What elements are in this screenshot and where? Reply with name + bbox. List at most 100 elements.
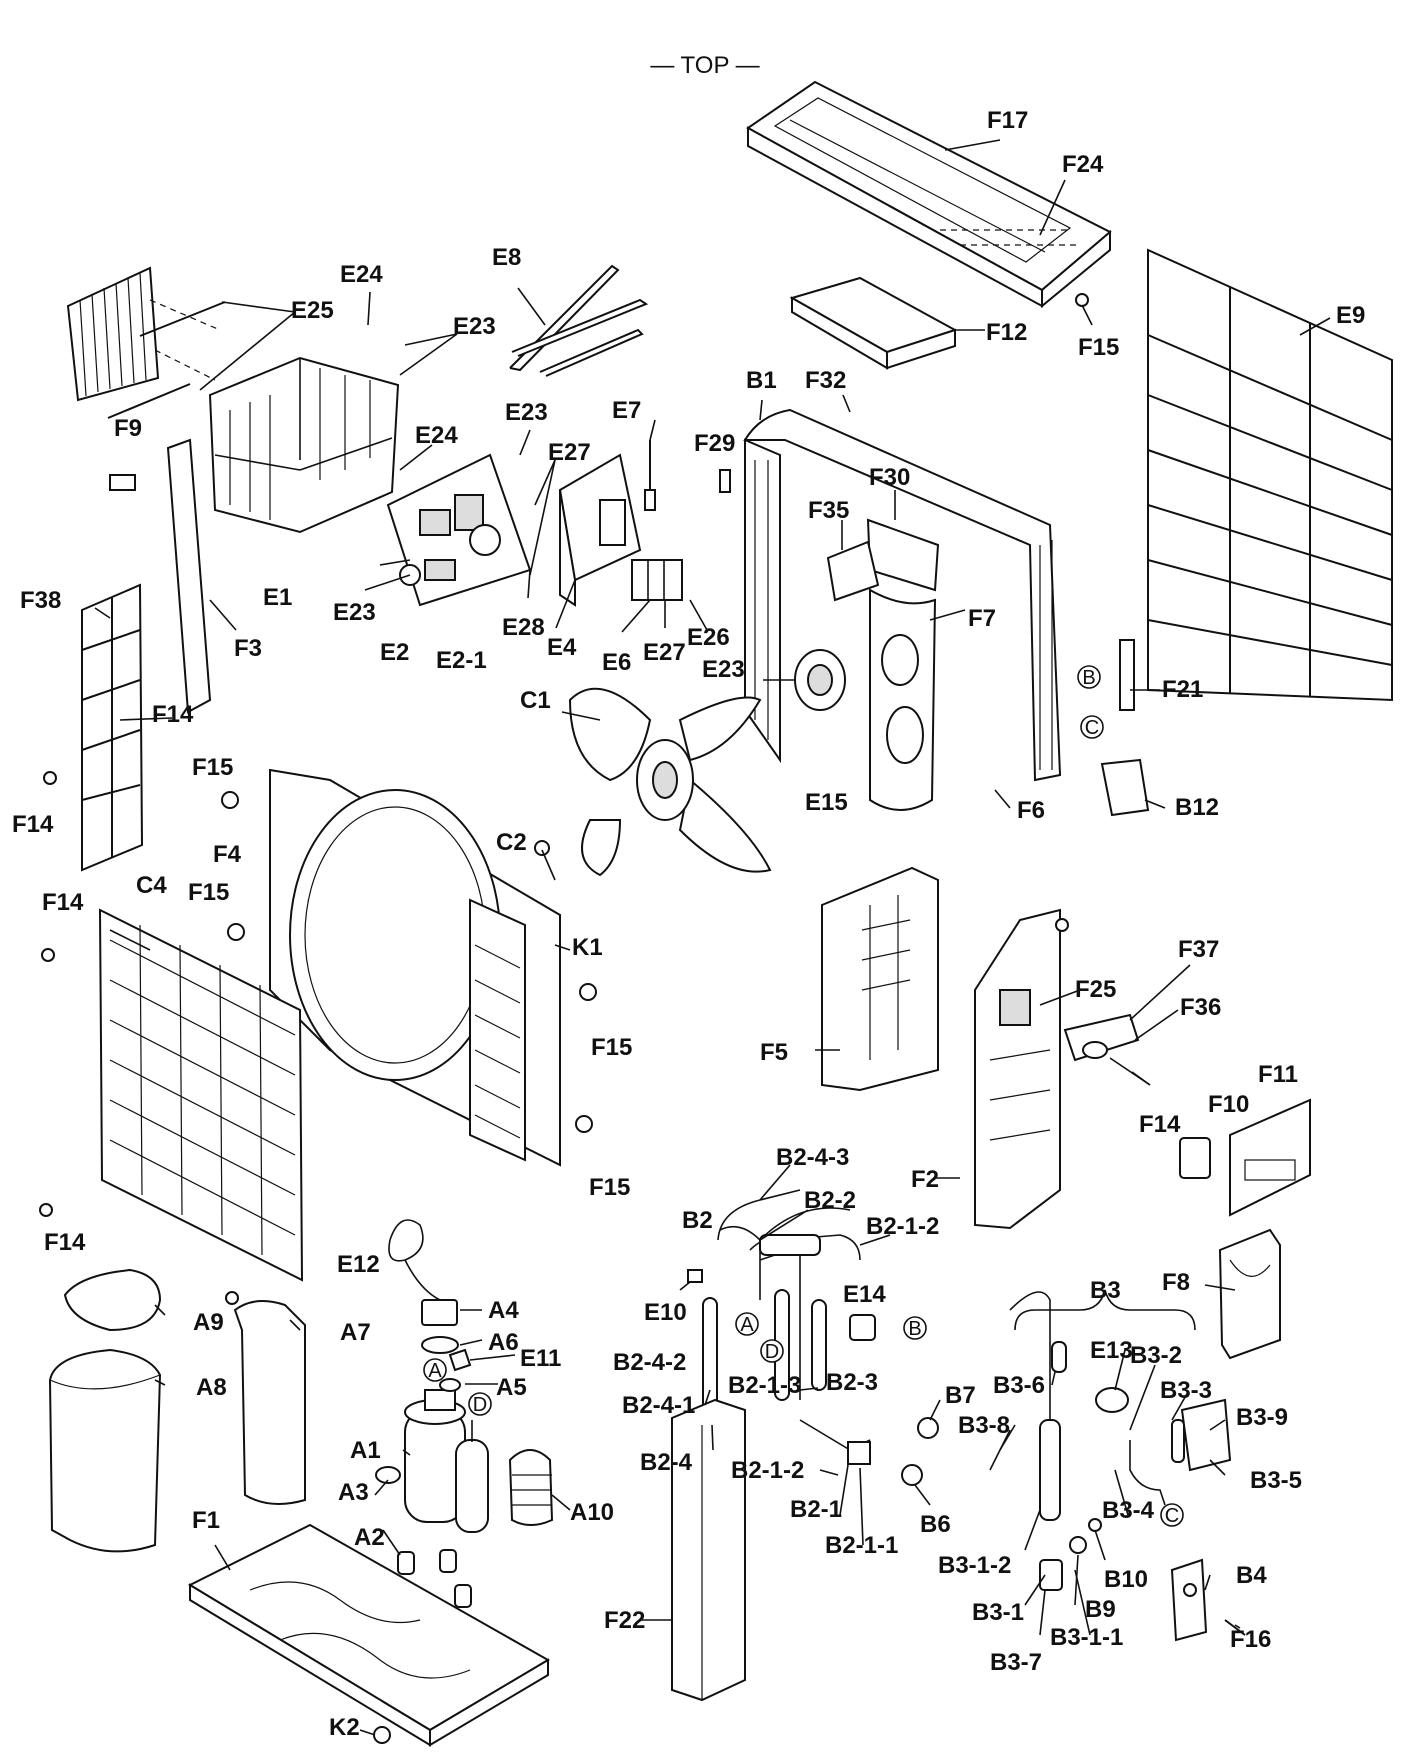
label-F14d: F14 — [1139, 1111, 1181, 1138]
svg-text:A: A — [740, 1314, 754, 1336]
bracket-e4 — [558, 453, 642, 607]
label-F24: F24 — [1062, 151, 1104, 178]
label-B3-4: B3-4 — [1102, 1497, 1155, 1524]
part-labels: F17 F24 F12 F15 E9 E8 E24 E25 E23 E23 E2… — [12, 107, 1365, 1741]
label-B9: B9 — [1085, 1596, 1116, 1623]
base-pan-f1 — [187, 1523, 550, 1747]
label-K1: K1 — [572, 934, 603, 961]
label-E27b: E27 — [643, 639, 686, 666]
label-B3-2: B3-2 — [1130, 1342, 1182, 1369]
part-k2 — [373, 1726, 391, 1744]
motor-bracket-f7 — [826, 518, 940, 811]
label-A3: A3 — [338, 1479, 369, 1506]
label-F32: F32 — [805, 367, 846, 394]
part-a4 — [421, 1299, 458, 1326]
label-B3-6: B3-6 — [993, 1372, 1045, 1399]
label-F14a: F14 — [152, 701, 194, 728]
label-F8: F8 — [1162, 1269, 1190, 1296]
label-B2-4-1: B2-4-1 — [622, 1392, 695, 1419]
label-B3: B3 — [1090, 1277, 1121, 1304]
part-a5 — [439, 1378, 461, 1392]
label-B7: B7 — [945, 1382, 976, 1409]
label-F37: F37 — [1178, 936, 1219, 963]
label-A9: A9 — [193, 1309, 224, 1336]
label-E26: E26 — [687, 624, 730, 651]
label-B2-3: B2-3 — [826, 1369, 878, 1396]
label-F36: F36 — [1180, 994, 1221, 1021]
part-f11 — [1229, 1098, 1311, 1217]
label-K2: K2 — [329, 1714, 360, 1741]
label-B2-4: B2-4 — [640, 1449, 693, 1476]
label-A10: A10 — [570, 1499, 614, 1526]
label-E7: E7 — [612, 397, 641, 424]
label-E24a: E24 — [340, 261, 383, 288]
label-F35: F35 — [808, 497, 849, 524]
label-B2: B2 — [682, 1207, 713, 1234]
part-f12 — [789, 276, 958, 370]
label-F15e: F15 — [589, 1174, 630, 1201]
guard-c4 — [98, 908, 304, 1282]
label-F15c: F15 — [188, 879, 229, 906]
brace-b2 — [717, 1189, 801, 1241]
part-e14 — [849, 1314, 876, 1341]
label-E23d: E23 — [702, 656, 745, 683]
label-E13: E13 — [1090, 1337, 1133, 1364]
top-panel-f17 — [746, 80, 1112, 309]
label-B3-7: B3-7 — [990, 1649, 1042, 1676]
grille-e9 — [1147, 248, 1393, 702]
label-E23b: E23 — [505, 399, 548, 426]
label-A4: A4 — [488, 1297, 519, 1324]
part-f22 — [671, 1398, 746, 1702]
label-F12: F12 — [986, 319, 1027, 346]
label-B2-1: B2-1 — [790, 1496, 842, 1523]
label-F25: F25 — [1075, 976, 1116, 1003]
label-F15a: F15 — [1078, 334, 1119, 361]
part-b4 — [1170, 1558, 1208, 1642]
label-B1: B1 — [746, 367, 777, 394]
insulation-a9 — [63, 1268, 162, 1332]
part-e10 — [687, 1269, 703, 1283]
label-B3-9: B3-9 — [1236, 1404, 1288, 1431]
svg-text:D: D — [473, 1394, 487, 1416]
label-F14c: F14 — [42, 889, 84, 916]
valve-assembly-b3 — [989, 1291, 1232, 1591]
terminal-e6 — [631, 559, 683, 601]
label-E25: E25 — [291, 297, 334, 324]
label-A6: A6 — [488, 1329, 519, 1356]
label-B3-1-2: B3-1-2 — [938, 1552, 1011, 1579]
label-A5: A5 — [496, 1374, 527, 1401]
label-F9: F9 — [114, 415, 142, 442]
insulation-a8 — [48, 1348, 162, 1553]
label-E2: E2 — [380, 639, 409, 666]
label-B2-1-2b: B2-1-2 — [731, 1457, 804, 1484]
label-E28: E28 — [502, 614, 545, 641]
label-F2: F2 — [911, 1166, 939, 1193]
clip-f9 — [109, 474, 136, 491]
label-E6: E6 — [602, 649, 631, 676]
svg-text:D: D — [765, 1341, 779, 1363]
label-F38: F38 — [20, 587, 61, 614]
label-E2-1: E2-1 — [436, 647, 487, 674]
part-f21 — [1119, 639, 1135, 711]
connector-markers: B C A B D A D C — [423, 665, 1184, 1527]
control-box-e1 — [66, 266, 400, 534]
label-F14b: F14 — [12, 811, 54, 838]
svg-text:B: B — [908, 1318, 921, 1340]
label-A8: A8 — [196, 1374, 227, 1401]
label-E23a: E23 — [453, 313, 496, 340]
label-A7: A7 — [340, 1319, 371, 1346]
label-E11: E11 — [520, 1345, 561, 1372]
label-E27a: E27 — [548, 439, 591, 466]
label-E14: E14 — [843, 1281, 886, 1308]
heater-e8 — [509, 264, 649, 377]
label-F3: F3 — [234, 635, 262, 662]
part-f5 — [821, 866, 939, 1092]
label-F22: F22 — [604, 1607, 645, 1634]
side-panel-f2 — [974, 908, 1061, 1230]
label-C1: C1 — [520, 687, 551, 714]
label-E10: E10 — [644, 1299, 687, 1326]
label-F16: F16 — [1230, 1626, 1271, 1653]
nut-c2 — [534, 840, 550, 856]
label-B3-1: B3-1 — [972, 1599, 1024, 1626]
